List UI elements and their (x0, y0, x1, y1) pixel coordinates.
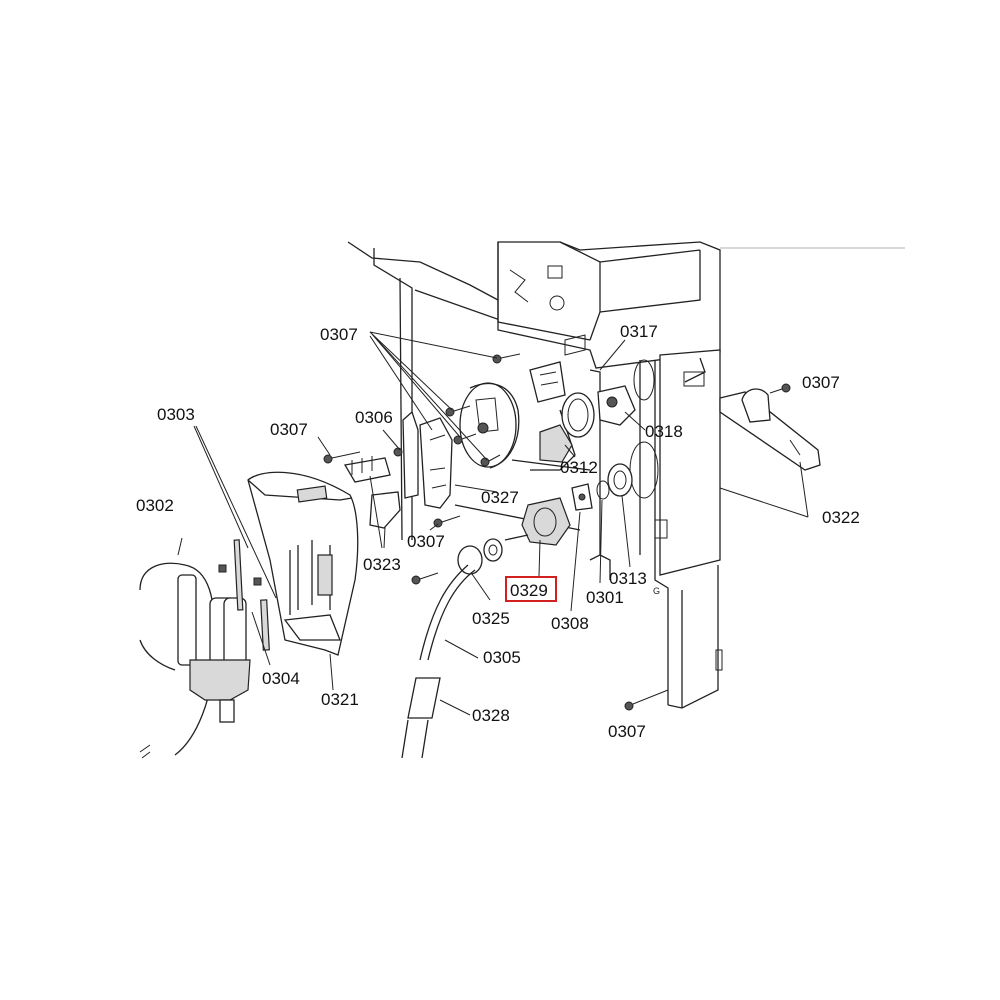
svg-text:G: G (653, 586, 660, 596)
part-0317-valve (561, 385, 636, 438)
label-0304: 0304 (262, 669, 300, 688)
label-0305: 0305 (483, 648, 521, 667)
screw-icon (411, 572, 439, 585)
part-0305-tube (419, 564, 476, 661)
label-0321: 0321 (321, 690, 359, 709)
label-0302: 0302 (136, 496, 174, 515)
label-0307-right: 0307 (802, 373, 840, 392)
label-0327: 0327 (481, 488, 519, 507)
label-0307-bottom: 0307 (608, 722, 646, 741)
screw-icon (769, 383, 791, 394)
part-0327-knob (459, 382, 520, 469)
screw-icon (433, 515, 461, 528)
label-0325: 0325 (472, 609, 510, 628)
part-0313-ring (607, 463, 633, 497)
part-0306-bracket (393, 410, 453, 509)
label-0313: 0313 (609, 569, 647, 588)
label-0303: 0303 (157, 405, 195, 424)
label-0301: 0301 (586, 588, 624, 607)
label-0329: 0329 (510, 581, 548, 600)
label-0317: 0317 (620, 322, 658, 341)
part-0302-flow-sensor (139, 562, 251, 759)
part-0304-gaskets (218, 539, 270, 651)
highlight-box (505, 576, 557, 602)
label-0323: 0323 (363, 555, 401, 574)
label-0308: 0308 (551, 614, 589, 633)
label-0328: 0328 (472, 706, 510, 725)
part-0325-seal (457, 538, 503, 575)
label-0312: 0312 (560, 458, 598, 477)
part-0328-sleeve (401, 677, 441, 759)
screw-icon (624, 689, 669, 711)
label-0318: 0318 (645, 422, 683, 441)
label-0307-top: 0307 (320, 325, 358, 344)
label-0307-mid: 0307 (407, 532, 445, 551)
part-0301-oring (571, 480, 610, 511)
leader-lines (177, 331, 809, 716)
part-0321-front-cover (247, 471, 359, 656)
label-0306: 0306 (355, 408, 393, 427)
part-0312-cap (529, 361, 573, 463)
part-labels: 0302 0303 0304 0321 0307 0307 0306 0323 … (136, 322, 860, 741)
screw-icon (492, 353, 521, 364)
part-0329-actuator (504, 497, 571, 546)
screw-icon (453, 433, 477, 445)
label-0307-left: 0307 (270, 420, 308, 439)
label-0322: 0322 (822, 508, 860, 527)
screw-icon (323, 451, 361, 464)
main-housing: G (347, 241, 905, 709)
part-0322-rail (719, 388, 821, 471)
